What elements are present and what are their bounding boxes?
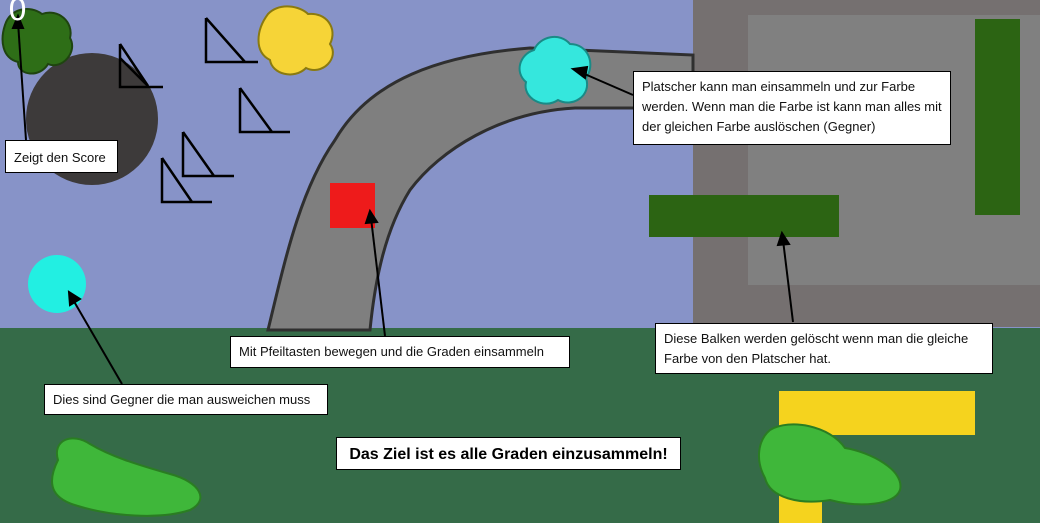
arrow-move [370,217,386,337]
road-path [266,46,695,332]
horizontal-green-bar [649,195,839,237]
yellow-splat [257,5,334,76]
grade-triangle-4 [181,131,234,178]
grade-triangle-5 [160,157,212,204]
arrow-enemies [71,297,123,385]
enemy-cyan-circle [28,255,86,313]
note-bars: Diese Balken werden gelöscht wenn man di… [655,323,993,374]
arrow-score [17,21,27,141]
note-collect: Platscher kann man einsammeln und zur Fa… [633,71,951,145]
note-score: Zeigt den Score [5,140,118,173]
grade-triangle-1 [118,43,163,89]
note-move: Mit Pfeiltasten bewegen und die Graden e… [230,336,570,368]
vertical-green-bar [975,19,1020,215]
annotation-arrows [11,13,794,385]
note-enemies: Dies sind Gegner die man ausweichen muss [44,384,328,415]
arrow-collect [579,71,634,96]
graden-group [118,17,290,204]
score-counter: 0 [8,0,28,28]
arrow-bars [782,239,794,323]
green-bush-bottom-right [758,423,902,506]
green-bush-bottom-left [51,437,202,517]
goal-text: Das Ziel ist es alle Graden einzusammeln… [336,437,681,470]
cyan-splat [518,35,592,105]
grade-triangle-2 [204,17,258,64]
grade-triangle-3 [238,87,290,134]
